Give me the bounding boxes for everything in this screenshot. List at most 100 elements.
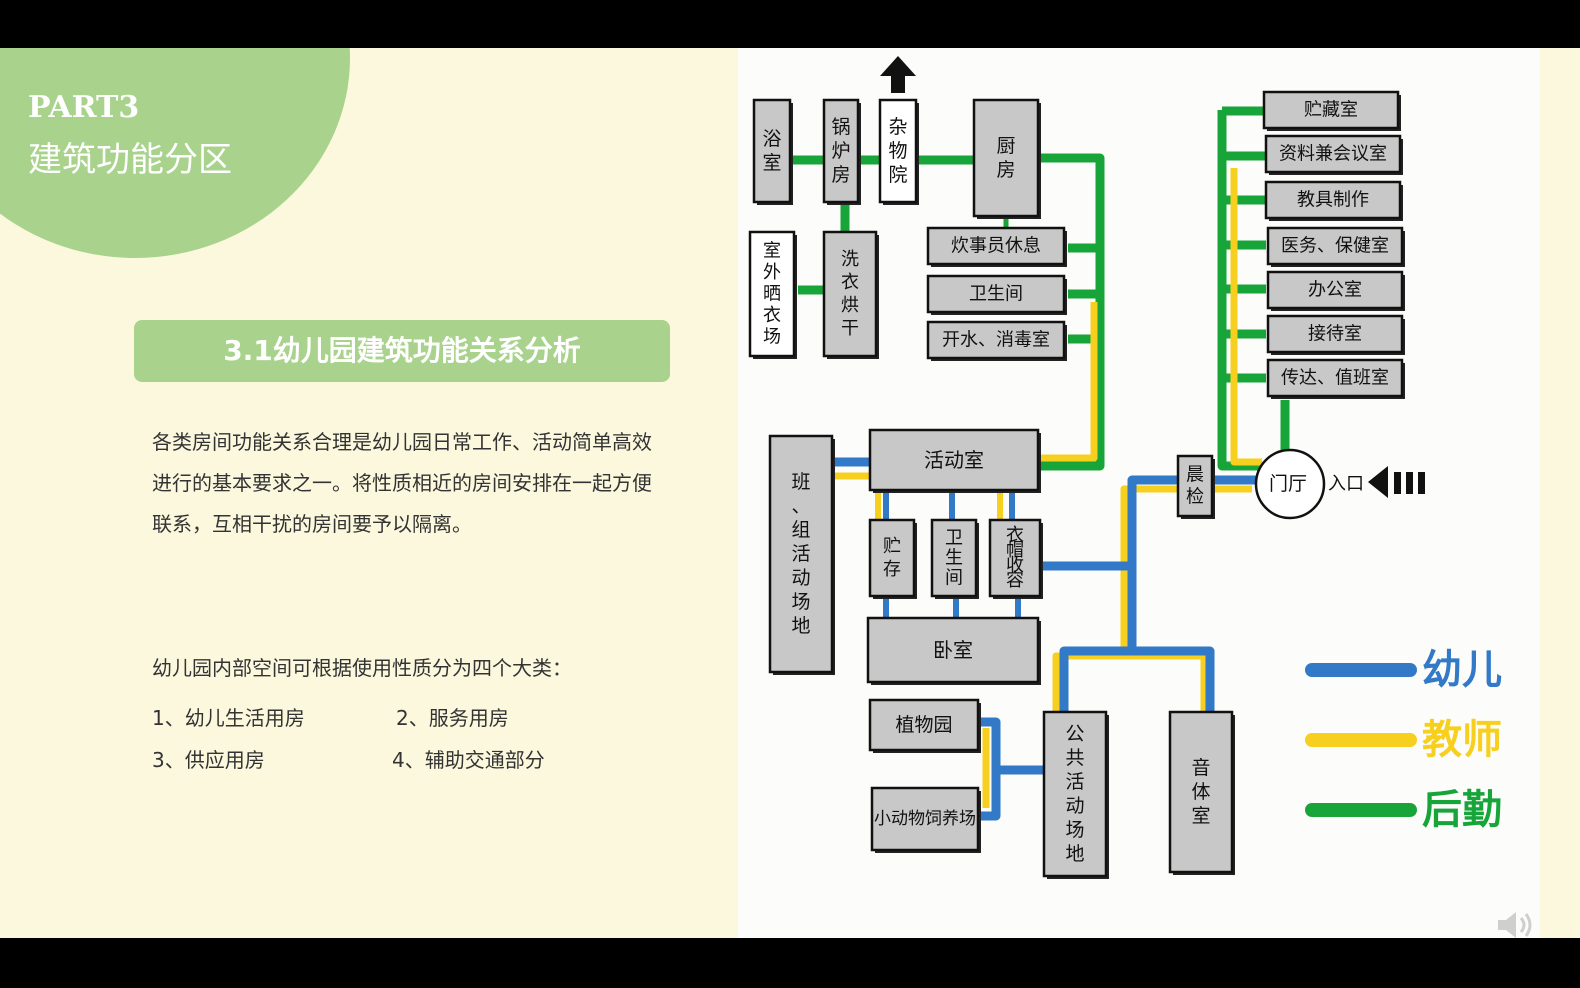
room-music-label-0: 音 [1191,757,1210,779]
room-public-field-label-4: 场 [1065,819,1084,841]
room-class-field-label-0: 班 [791,471,810,493]
arrow-up-icon [880,56,916,93]
room-admin-medical-label: 医务、保健室 [1281,236,1389,257]
room-music-label-1: 体 [1191,781,1210,803]
category-2: 2、服务用房 [396,706,509,730]
room-class-field-label-1: 、 [791,495,810,517]
room-animal: 小动物饲养场 [870,786,981,853]
line-teacher-spine-music [1124,652,1208,712]
room-kitchen: 厨房 [972,98,1041,219]
room-boiler-label-0: 锅 [831,116,850,138]
room-public-field-label-3: 动 [1065,795,1084,817]
room-toilet-label-0: 卫 [945,528,963,549]
category-3: 3、供应用房 [152,748,265,772]
room-bath-label-1: 室 [762,152,781,174]
line-child-spine-music [1132,646,1215,712]
arrow-left-icon [1368,466,1425,498]
room-bath-label-0: 浴 [762,128,781,150]
slide: PART3 建筑功能分区 3.1幼儿园建筑功能关系分析 各类房间功能关系合理是幼… [0,48,1580,938]
room-admin-medical: 医务、保健室 [1266,226,1405,267]
room-toilet-label-2: 间 [945,568,963,589]
room-public-field-label-0: 公 [1065,723,1084,745]
room-public-field-label-1: 共 [1065,747,1084,769]
room-class-field-label-5: 场 [791,591,810,613]
room-public-field-label-2: 活 [1065,771,1084,793]
room-laundry-label-0: 洗 [841,249,859,270]
room-morning-check-label-0: 晨 [1186,465,1204,486]
room-admin-guard: 传达、值班室 [1266,358,1405,399]
room-laundry-label-1: 衣 [841,272,859,293]
room-admin-archive: 资料兼会议室 [1264,134,1403,175]
room-water: 开水、消毒室 [926,320,1067,361]
description-paragraph: 各类房间功能关系合理是幼儿园日常工作、活动简单高效进行的基本要求之一。将性质相近… [152,430,652,536]
room-admin-office: 办公室 [1266,270,1405,311]
room-hall-label: 门厅 [1269,473,1307,495]
room-activity: 活动室 [868,428,1041,493]
function-diagram: 浴室锅炉房杂物院厨房室外晒衣场洗衣烘干炊事员休息卫生间开水、消毒室贮藏室资料兼会… [738,48,1540,938]
room-admin-reception: 接待室 [1266,314,1405,355]
room-morning-check-label-1: 检 [1186,487,1204,508]
room-toilet-staff-label: 卫生间 [969,284,1023,305]
room-bedroom: 卧室 [866,616,1041,685]
legend-label-0: 幼儿 [1422,647,1502,693]
room-wardrobe-label-0: 衣 [1006,525,1024,546]
room-class-field-label-3: 活 [791,543,810,565]
room-garden-label: 植物园 [895,714,952,736]
room-outdoor-dry-label-4: 场 [763,327,781,348]
category-1: 1、幼儿生活用房 [152,706,305,730]
room-class-field-label-6: 地 [791,615,810,637]
room-cook-rest-label: 炊事员休息 [951,236,1041,257]
section-title: 3.1幼儿园建筑功能关系分析 [134,320,670,382]
room-boiler: 锅炉房 [822,98,861,205]
room-class-field-label-4: 动 [791,567,810,589]
room-bedroom-label: 卧室 [933,638,973,662]
room-yard: 杂物院 [878,98,919,205]
room-wardrobe-label-3: 容 [1006,570,1024,591]
room-admin-teaching_aid: 教具制作 [1264,180,1403,221]
room-toilet-staff: 卫生间 [926,274,1067,315]
line-teacher-admin-bus [1230,168,1262,466]
room-outdoor-dry-label-3: 衣 [763,305,781,326]
room-laundry-label-3: 干 [841,318,859,339]
room-music-label-2: 室 [1191,805,1210,827]
room-yard-label-0: 杂 [888,116,907,138]
room-class-field-label-2: 组 [791,519,810,541]
room-laundry-label-2: 烘 [841,295,859,316]
legend-label-2: 后勤 [1422,787,1502,833]
room-outdoor-dry-label-0: 室 [763,240,781,261]
room-boiler-label-2: 房 [831,164,850,186]
category-4: 4、辅助交通部分 [392,748,545,772]
part-label: PART3 [28,90,140,125]
room-admin-archive-label: 资料兼会议室 [1279,144,1387,165]
room-admin-reception-label: 接待室 [1308,324,1362,345]
legend-item-0: 幼儿 [1305,647,1502,693]
room-wardrobe-label-1: 帽 [1006,540,1024,561]
line-teacher-bus [1032,302,1098,462]
room-store: 贮存 [868,518,917,599]
legend-item-1: 教师 [1305,717,1502,763]
category-intro: 幼儿园内部空间可根据使用性质分为四个大类： [152,656,572,680]
speaker-icon[interactable] [1496,910,1536,938]
room-admin-storage: 贮藏室 [1262,90,1401,131]
room-admin-storage-label: 贮藏室 [1304,100,1358,121]
room-kitchen-label-0: 厨 [996,135,1015,157]
room-store-label-0: 贮 [883,536,901,557]
room-toilet: 卫生间 [930,518,979,599]
entrance-label: 入口 [1328,474,1364,495]
room-morning-check: 晨检 [1176,454,1215,519]
room-admin-teaching_aid-label: 教具制作 [1297,190,1369,211]
line-teacher-check-spine [1052,485,1178,712]
room-admin-office-label: 办公室 [1308,280,1362,301]
room-store-label-1: 存 [883,559,901,580]
room-outdoor-dry-label-1: 外 [763,262,781,283]
room-cook-rest: 炊事员休息 [926,226,1067,267]
function-diagram-svg: 浴室锅炉房杂物院厨房室外晒衣场洗衣烘干炊事员休息卫生间开水、消毒室贮藏室资料兼会… [748,56,1502,879]
room-music: 音体室 [1168,710,1235,875]
room-boiler-label-1: 炉 [831,140,850,162]
top-letterbox [0,0,1580,48]
room-public-field-label-5: 地 [1065,843,1084,865]
